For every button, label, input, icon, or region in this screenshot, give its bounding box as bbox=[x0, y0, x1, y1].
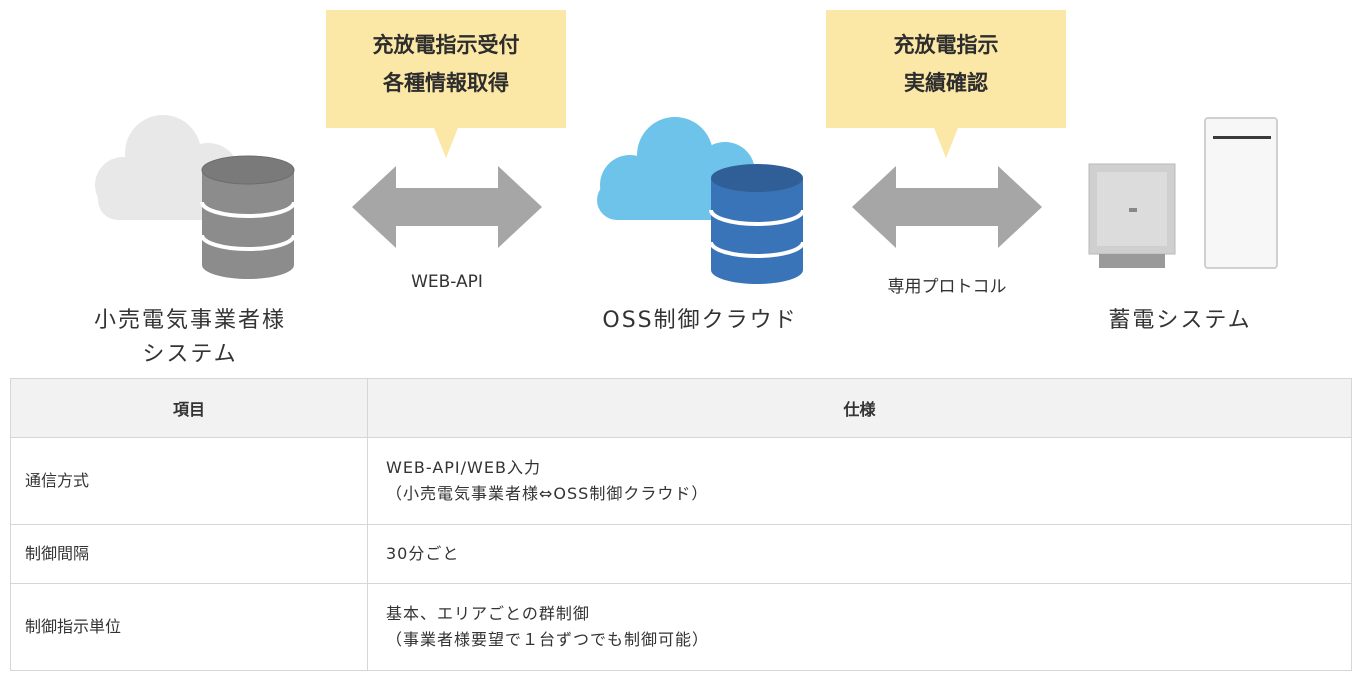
power-conditioner-icon bbox=[1088, 163, 1176, 268]
table-row: 通信方式 WEB-API/WEB入力 （小売電気事業者様⇔OSS制御クラウド） bbox=[10, 437, 1352, 525]
row-item: 制御間隔 bbox=[10, 524, 368, 584]
table-header-row: 項目 仕様 bbox=[10, 378, 1352, 438]
right-bubble-line1: 充放電指示 bbox=[893, 33, 999, 57]
left-bubble-line2: 各種情報取得 bbox=[383, 71, 509, 95]
row-spec-line1: 30分ごと bbox=[386, 544, 460, 563]
right-arrow-label: 専用プロトコル bbox=[887, 277, 1007, 297]
table-row: 制御指示単位 基本、エリアごとの群制御 （事業者様要望で１台ずつでも制御可能） bbox=[10, 583, 1352, 671]
right-double-arrow-icon bbox=[852, 166, 1042, 248]
row-spec-line1: 基本、エリアごとの群制御 bbox=[386, 604, 590, 623]
battery-unit-icon bbox=[1204, 117, 1278, 269]
oss-cloud-icon bbox=[597, 117, 805, 284]
header-item: 項目 bbox=[10, 378, 368, 438]
center-node-label: OSS制御クラウド bbox=[602, 308, 798, 333]
left-node-label-line1: 小売電気事業者様 bbox=[93, 308, 286, 333]
row-item: 制御指示単位 bbox=[10, 583, 368, 671]
right-bubble: 充放電指示 実績確認 bbox=[826, 10, 1066, 158]
right-bubble-line2: 実績確認 bbox=[904, 71, 988, 95]
left-bubble-line1: 充放電指示受付 bbox=[372, 33, 520, 57]
table-row: 制御間隔 30分ごと bbox=[10, 524, 1352, 584]
row-item: 通信方式 bbox=[10, 437, 368, 525]
row-spec-line2: （事業者様要望で１台ずつでも制御可能） bbox=[386, 630, 710, 649]
row-spec: 30分ごと bbox=[367, 524, 1352, 584]
right-node-label: 蓄電システム bbox=[1108, 308, 1252, 333]
blue-database-icon bbox=[709, 164, 805, 284]
left-node-label-line2: システム bbox=[142, 342, 238, 367]
row-spec: 基本、エリアごとの群制御 （事業者様要望で１台ずつでも制御可能） bbox=[367, 583, 1352, 671]
row-spec: WEB-API/WEB入力 （小売電気事業者様⇔OSS制御クラウド） bbox=[367, 437, 1352, 525]
system-diagram: 充放電指示受付 各種情報取得 充放電指示 実績確認 WEB-API 専用プロトコ… bbox=[60, 10, 1278, 372]
row-spec-line2: （小売電気事業者様⇔OSS制御クラウド） bbox=[386, 484, 709, 503]
left-node-label: 小売電気事業者様 システム bbox=[60, 304, 320, 372]
spec-table: 項目 仕様 通信方式 WEB-API/WEB入力 （小売電気事業者様⇔OSS制御… bbox=[10, 378, 1352, 671]
retailer-system-icon bbox=[95, 115, 296, 279]
left-bubble: 充放電指示受付 各種情報取得 bbox=[326, 10, 566, 158]
gray-database-icon bbox=[200, 155, 296, 279]
left-arrow-label: WEB-API bbox=[411, 272, 483, 292]
row-spec-line1: WEB-API/WEB入力 bbox=[386, 458, 541, 477]
storage-system-icon bbox=[1088, 117, 1278, 269]
left-double-arrow-icon bbox=[352, 166, 542, 248]
header-spec: 仕様 bbox=[367, 378, 1352, 438]
